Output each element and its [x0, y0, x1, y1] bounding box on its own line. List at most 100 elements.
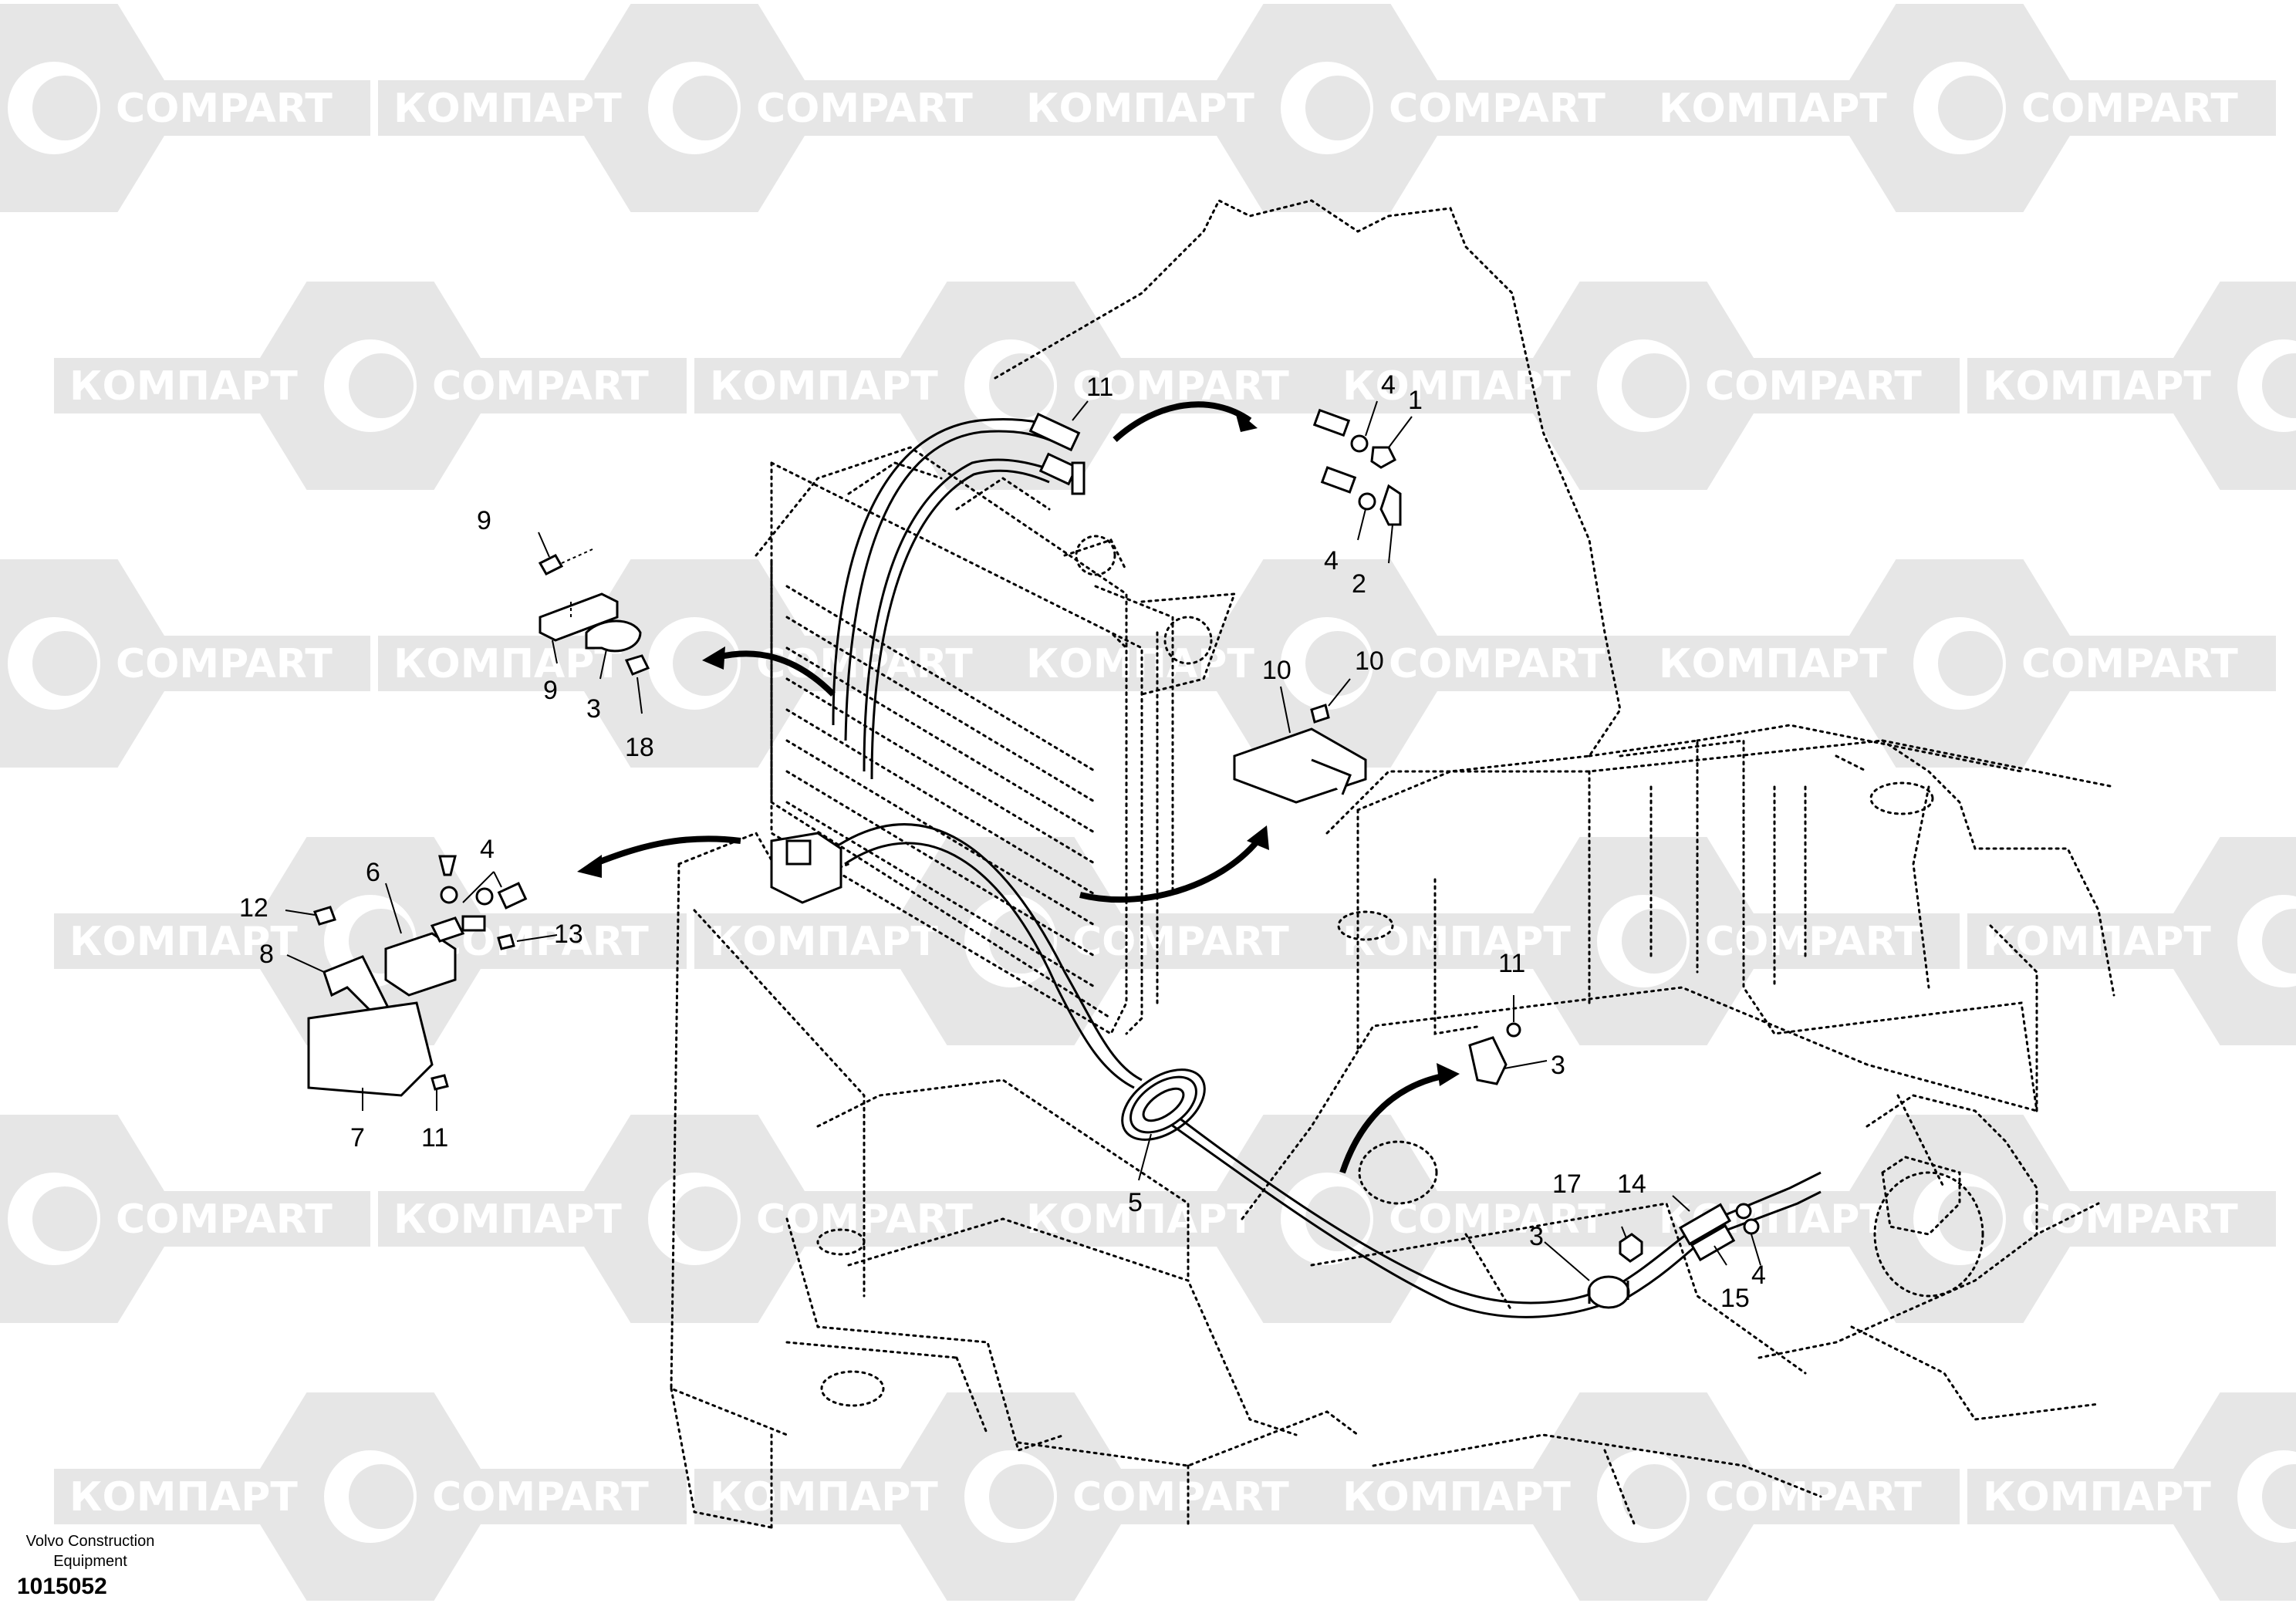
- callout-4-left: 4: [480, 835, 495, 864]
- relay-bracket-group: [307, 855, 528, 1097]
- callout-labels: 11 4 1 4 2 9 9 3 18 10 10 4 6 12 13 8 7 …: [239, 370, 1766, 1313]
- callout-11-c: 11: [421, 1123, 448, 1153]
- watermark-text-cyrillic: КОМПАРТ: [393, 641, 622, 687]
- watermark-ring-inner: [32, 1186, 97, 1251]
- watermark-ring-inner: [989, 353, 1054, 418]
- footer-company: Volvo Construction Equipment: [25, 1533, 155, 1570]
- watermark-text-cyrillic: КОМПАРТ: [69, 363, 298, 410]
- machine-outline: [670, 198, 2115, 1529]
- footer-number: 1015052: [17, 1574, 107, 1599]
- callout-11-a: 9: [477, 506, 491, 535]
- callout-17: 17: [1552, 1169, 1582, 1199]
- watermark-ring-inner: [1938, 1186, 2003, 1251]
- watermark-tile: КОМПАРТ COMPART: [378, 4, 1011, 212]
- callout-1: 1: [1408, 386, 1423, 415]
- watermark-text-latin: COMPART: [1389, 1196, 1606, 1243]
- callout-3-c: 3: [1529, 1222, 1544, 1251]
- callout-2: 2: [1352, 569, 1366, 599]
- watermark-ring-inner: [349, 1464, 414, 1529]
- callout-13: 13: [554, 920, 583, 949]
- watermark-text-latin: COMPART: [1705, 919, 1922, 965]
- watermark-layer: КОМПАРТ COMPART КОМПАРТ COMPART КОМПАРТ COMPA…: [0, 4, 2296, 1601]
- watermark-text-latin: COMPART: [116, 1196, 333, 1243]
- watermark-text-latin: COMPART: [1072, 363, 1289, 410]
- watermark-ring-inner: [1622, 909, 1687, 974]
- callout-9: 9: [543, 676, 558, 705]
- watermark-text-cyrillic: КОМПАРТ: [1659, 86, 1887, 132]
- watermark-ring-inner: [1622, 1464, 1687, 1529]
- watermark-ring-inner: [989, 1464, 1054, 1529]
- watermark-text-latin: COMPART: [1389, 641, 1606, 687]
- watermark-text-latin: COMPART: [1072, 919, 1289, 965]
- watermark-text-latin: COMPART: [1705, 363, 1922, 410]
- watermark-ring-inner: [673, 76, 738, 140]
- radiator: [755, 446, 1237, 1036]
- watermark-text-cyrillic: КОМПАРТ: [1983, 1474, 2211, 1520]
- callout-5: 5: [1128, 1188, 1143, 1217]
- callout-3-a: 3: [586, 694, 601, 724]
- watermark-ring-inner: [1305, 76, 1370, 140]
- watermark-tile: КОМПАРТ COMPART: [1643, 4, 2276, 212]
- callout-4-top: 4: [1381, 370, 1396, 400]
- watermark-text-latin: COMPART: [432, 1474, 649, 1520]
- clamp-group: [538, 548, 650, 676]
- watermark-text-cyrillic: КОМПАРТ: [1983, 919, 2211, 965]
- watermark-text-cyrillic: КОМПАРТ: [1342, 1474, 1571, 1520]
- watermark-ring-inner: [32, 76, 97, 140]
- watermark-text-latin: COMPART: [2021, 86, 2238, 132]
- arrows: [577, 401, 1460, 1174]
- watermark-text-latin: COMPART: [116, 641, 333, 687]
- watermark-text-latin: COMPART: [2021, 1196, 2238, 1243]
- watermark-tile: КОМПАРТ COMPART: [1011, 1115, 1643, 1323]
- watermark-ring-inner: [2262, 1464, 2296, 1529]
- watermark-ring-inner: [1622, 353, 1687, 418]
- callout-3-b: 3: [1551, 1051, 1565, 1080]
- watermark-text-latin: COMPART: [2021, 641, 2238, 687]
- watermark-ring-inner: [32, 631, 97, 696]
- cover-plate: [1233, 704, 1367, 804]
- callout-14: 14: [1617, 1169, 1646, 1199]
- watermark-text-cyrillic: КОМПАРТ: [69, 1474, 298, 1520]
- callout-4-mid: 4: [1324, 546, 1339, 575]
- watermark-text-cyrillic: КОМПАРТ: [393, 1196, 622, 1243]
- connector-14-15: [1619, 1203, 1760, 1263]
- watermark-ring-inner: [1305, 631, 1370, 696]
- watermark-ring-inner: [2262, 353, 2296, 418]
- callout-15: 15: [1720, 1284, 1750, 1313]
- watermark-ring-inner: [673, 631, 738, 696]
- watermark-text-cyrillic: КОМПАРТ: [1342, 919, 1571, 965]
- watermark-text-cyrillic: КОМПАРТ: [69, 919, 298, 965]
- watermark-text-latin: COMPART: [1072, 1474, 1289, 1520]
- leader-lines: [285, 400, 1761, 1281]
- clip-right: [1468, 1022, 1521, 1085]
- connector-detail-16: [1028, 408, 1402, 526]
- callout-18: 18: [625, 733, 654, 762]
- callout-4-right: 4: [1751, 1261, 1766, 1290]
- watermark-ring-inner: [1305, 1186, 1370, 1251]
- grommet: [1121, 1068, 1206, 1141]
- watermark-text-latin: COMPART: [756, 86, 973, 132]
- watermark-text-cyrillic: КОМПАРТ: [393, 86, 622, 132]
- watermark-text-cyrillic: КОМПАРТ: [1026, 641, 1254, 687]
- callout-11-b: 10: [1355, 646, 1384, 676]
- watermark-text-cyrillic: КОМПАРТ: [1026, 86, 1254, 132]
- watermark-ring-inner: [673, 1186, 738, 1251]
- watermark-text-cyrillic: КОМПАРТ: [1026, 1196, 1254, 1243]
- callout-10: 10: [1262, 656, 1292, 685]
- watermark-tile: КОМПАРТ COMPART: [54, 1392, 687, 1601]
- watermark-tile: КОМПАРТ COMPART: [1011, 559, 1643, 768]
